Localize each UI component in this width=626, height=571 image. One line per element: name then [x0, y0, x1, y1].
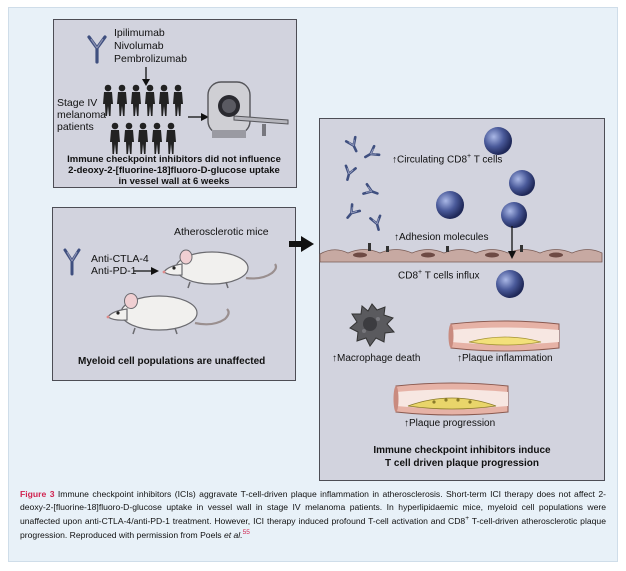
mechanism-conclusion-line1: Immune checkpoint inhibitors induce	[373, 445, 551, 456]
mouse-icon	[106, 293, 230, 335]
adhesion-molecules-label: ↑Adhesion molecules	[394, 232, 489, 243]
macrophage-death-label: ↑Macrophage death	[332, 353, 421, 364]
plaque-inflammation-label: ↑Plaque inflammation	[457, 353, 553, 364]
antibody-icon	[87, 35, 107, 64]
patients-group-icon	[103, 84, 183, 154]
mouse-panel	[52, 207, 296, 381]
caption-body: Immune checkpoint inhibitors (ICIs) aggr…	[20, 489, 606, 526]
atherosclerotic-mice-title: Atherosclerotic mice	[174, 226, 269, 238]
circulating-cd8-label: ↑Circulating CD8+ T cells	[392, 153, 503, 166]
clinical-conclusion-line3: in vessel wall at 6 weeks	[118, 176, 230, 187]
patients-label-line1: Stage IV	[57, 97, 98, 109]
mouse-conclusion: Myeloid cell populations are unaffected	[78, 356, 266, 367]
mechanism-conclusion-line2: T cell driven plaque progression	[385, 458, 539, 469]
cell-influx-arrow	[508, 226, 516, 259]
figure-caption: Figure 3 Immune checkpoint inhibitors (I…	[20, 488, 606, 542]
caption-ref: 55	[242, 529, 250, 537]
plaque-vessel-icon	[393, 382, 509, 416]
plaque-progression-label: ↑Plaque progression	[404, 418, 496, 429]
patients-label-line2: melanoma	[57, 109, 107, 121]
clinical-conclusion-line2: 2-deoxy-2-[fluorine-18]fluoro-D-glucose …	[68, 165, 280, 176]
figure-label: Figure 3	[20, 489, 55, 499]
macrophage-icon	[349, 303, 396, 347]
mouse-icon	[162, 249, 278, 289]
antibody-cluster-icon	[341, 135, 385, 233]
drug-ipilimumab: Ipilimumab	[114, 27, 165, 39]
t-cell-icon	[496, 270, 524, 298]
inflamed-vessel-icon	[448, 320, 560, 352]
mechanism-panel	[319, 118, 605, 481]
drug-pembrolizumab: Pembrolizumab	[114, 53, 187, 65]
patients-label-line3: patients	[57, 121, 94, 133]
drug-anti-pd1: Anti-PD-1	[91, 265, 137, 277]
down-arrow	[142, 67, 150, 86]
endothelium-icon	[319, 243, 603, 263]
caption-body-2: T-cell-driven atherosclerotic plaque pro…	[20, 515, 606, 541]
antibody-icon	[63, 248, 81, 276]
cd8-influx-label: CD8+ T cells influx	[398, 269, 480, 282]
right-arrow-small	[134, 267, 159, 275]
right-arrow-small	[188, 113, 209, 121]
caption-sup: +	[465, 515, 469, 522]
drug-anti-ctla4: Anti-CTLA-4	[91, 253, 149, 265]
drug-nivolumab: Nivolumab	[114, 40, 164, 52]
big-right-arrow	[289, 236, 314, 252]
pet-scanner-icon	[207, 81, 289, 138]
cd8-t-cells-icon	[436, 127, 535, 228]
caption-etal: et al.	[223, 530, 243, 541]
clinical-conclusion-line1: Immune checkpoint inhibitors did not inf…	[67, 154, 281, 165]
